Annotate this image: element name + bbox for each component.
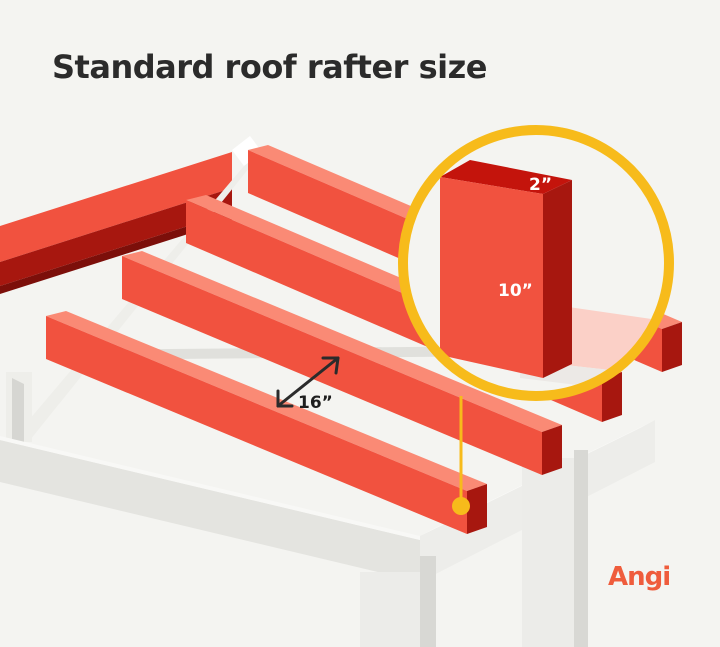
callout-ring: [398, 125, 674, 401]
brand-logo: Angi: [608, 562, 671, 592]
rafter-front: [46, 311, 487, 534]
page-title: Standard roof rafter size: [52, 48, 487, 86]
callout-dot: [452, 497, 470, 515]
width-label: 2”: [529, 175, 552, 195]
depth-label: 10”: [498, 281, 533, 301]
magnified-callout: [398, 125, 674, 515]
left-roof-panel: [0, 152, 232, 294]
spacing-arrow: [276, 356, 340, 408]
rafter-second: [122, 251, 562, 475]
spacing-label: 16”: [298, 393, 333, 413]
